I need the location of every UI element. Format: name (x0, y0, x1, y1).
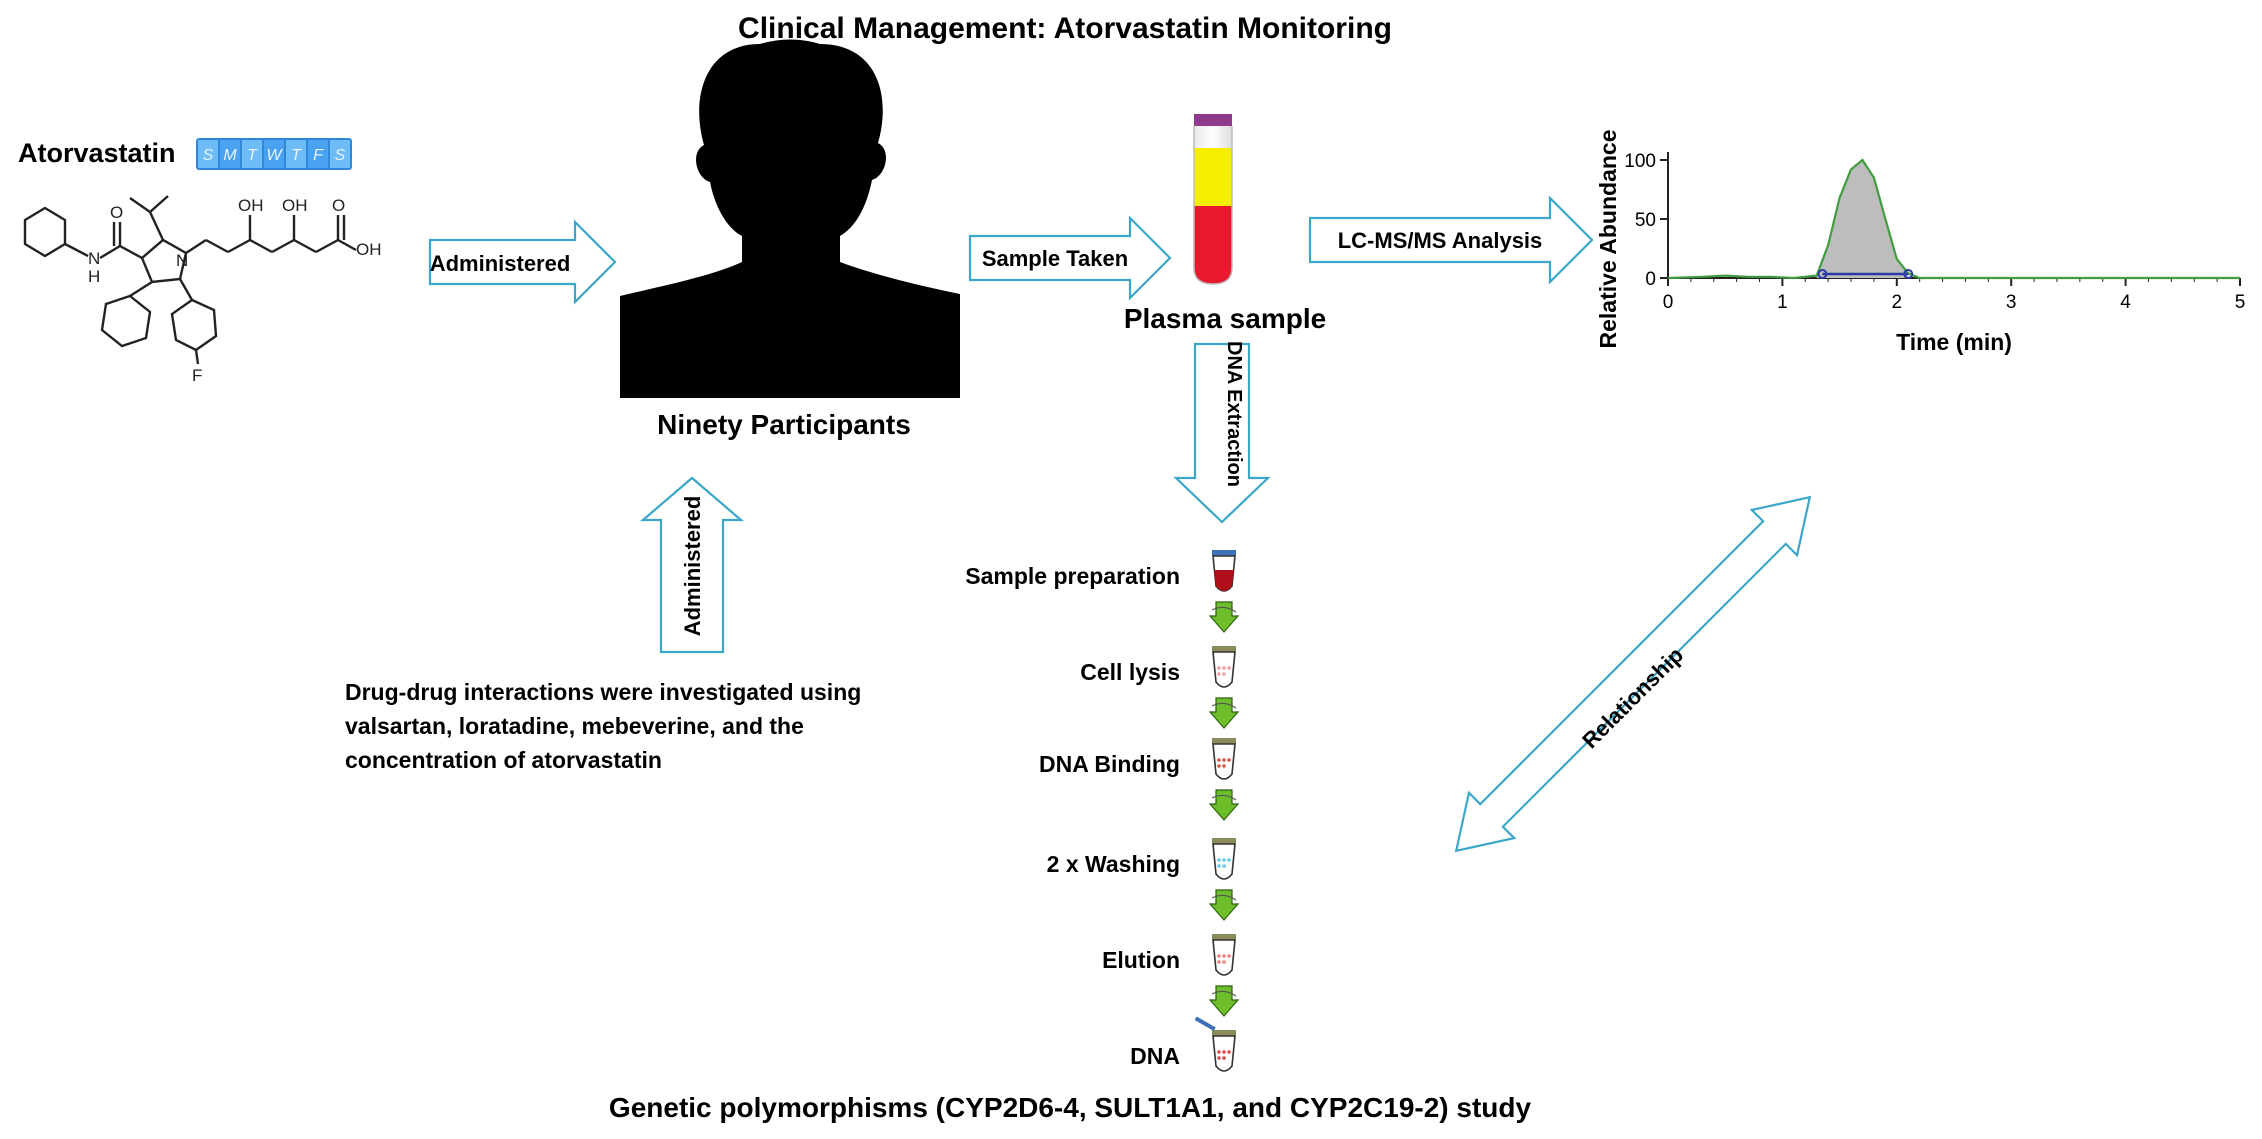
genetic-study-footer: Genetic polymorphisms (CYP2D6-4, SULT1A1… (609, 1092, 1532, 1123)
administered-label-bottom: Administered (680, 496, 705, 637)
ddi-text-line-3: concentration of atorvastatin (345, 747, 662, 773)
pillbox-day: F (313, 147, 324, 164)
peak-start-marker (1817, 269, 1828, 279)
administered-arrow-right (428, 219, 617, 305)
chromatogram-line (1667, 158, 2240, 280)
step-down-arrow (1208, 601, 1240, 633)
plasma-tube-icon (1193, 114, 1233, 285)
pillbox-cell (242, 140, 262, 168)
atom-oh2: OH (282, 196, 308, 215)
micro-tube-icon (1212, 934, 1236, 976)
pillbox-day: T (247, 147, 258, 164)
pillbox-day: W (266, 147, 283, 164)
dna-extraction-arrow (1173, 342, 1271, 524)
atorvastatin-structure (23, 195, 357, 365)
step-down-arrow (1208, 889, 1240, 921)
step-label: DNA (1130, 1043, 1180, 1069)
pillbox-cell (198, 140, 218, 168)
pillbox-cell (286, 140, 306, 168)
sample-taken-arrow (968, 215, 1172, 301)
micro-tube-icon (1212, 738, 1236, 780)
step-label: DNA Binding (1039, 751, 1180, 777)
y-axis-label: Relative Abundance (1595, 130, 1621, 349)
pillbox-day: S (335, 147, 346, 164)
pillbox-day: M (223, 147, 237, 164)
peak-end-marker (1903, 269, 1914, 279)
micro-tube-icon (1212, 838, 1236, 880)
micro-tube-icon (1212, 550, 1236, 592)
participants-label: Ninety Participants (657, 409, 911, 440)
y-tick-label: 50 (1635, 210, 1656, 231)
micro-tube-icon (1194, 1016, 1236, 1072)
pillbox-cell (308, 140, 328, 168)
atom-h: H (88, 267, 100, 286)
administered-label-top: Administered (430, 251, 571, 276)
lcms-analysis-arrow (1308, 195, 1594, 285)
lcms-label: LC-MS/MS Analysis (1338, 228, 1543, 253)
sample-taken-label: Sample Taken (982, 246, 1128, 271)
atom-oh3: OH (356, 240, 382, 259)
pillbox-day: T (291, 147, 302, 164)
page-title: Clinical Management: Atorvastatin Monito… (738, 12, 1392, 45)
pillbox-cell (264, 140, 284, 168)
atom-n: N (176, 251, 188, 270)
step-label: 2 x Washing (1047, 851, 1180, 877)
x-tick-label: 0 (1663, 292, 1674, 313)
pillbox-cell (330, 140, 350, 168)
step-label: Cell lysis (1080, 659, 1180, 685)
atom-o2: O (332, 196, 345, 215)
ddi-text-line-1: Drug-drug interactions were investigated… (345, 679, 861, 705)
x-tick-label: 3 (2006, 292, 2017, 313)
ddi-text-line-2: valsartan, loratadine, mebeverine, and t… (345, 713, 804, 739)
step-down-arrow (1208, 985, 1240, 1017)
plasma-label: Plasma sample (1124, 303, 1326, 334)
atom-o1: O (110, 203, 123, 222)
pillbox-day: S (203, 147, 214, 164)
participant-silhouette-icon (620, 39, 960, 398)
x-tick-label: 5 (2235, 292, 2246, 313)
dna-extraction-label: DNA Extraction (1223, 341, 1245, 487)
step-down-arrow (1208, 697, 1240, 729)
y-tick-label: 0 (1645, 269, 1656, 290)
x-axis-label: Time (min) (1896, 329, 2012, 355)
atom-f: F (192, 366, 202, 385)
x-tick-label: 4 (2120, 292, 2131, 313)
drug-name: Atorvastatin (18, 138, 176, 168)
step-down-arrow (1208, 789, 1240, 821)
peak-area (1816, 160, 1909, 278)
relationship-arrow (1454, 495, 1812, 853)
atom-nh: N (88, 249, 100, 268)
x-tick-label: 1 (1777, 292, 1788, 313)
y-tick-label: 100 (1624, 151, 1656, 172)
pillbox-cell (220, 140, 240, 168)
step-label: Elution (1102, 947, 1180, 973)
administered-arrow-up (640, 476, 744, 654)
step-label: Sample preparation (965, 563, 1180, 589)
atom-oh1: OH (238, 196, 264, 215)
x-tick-label: 2 (1892, 292, 1903, 313)
micro-tube-icon (1212, 646, 1236, 688)
